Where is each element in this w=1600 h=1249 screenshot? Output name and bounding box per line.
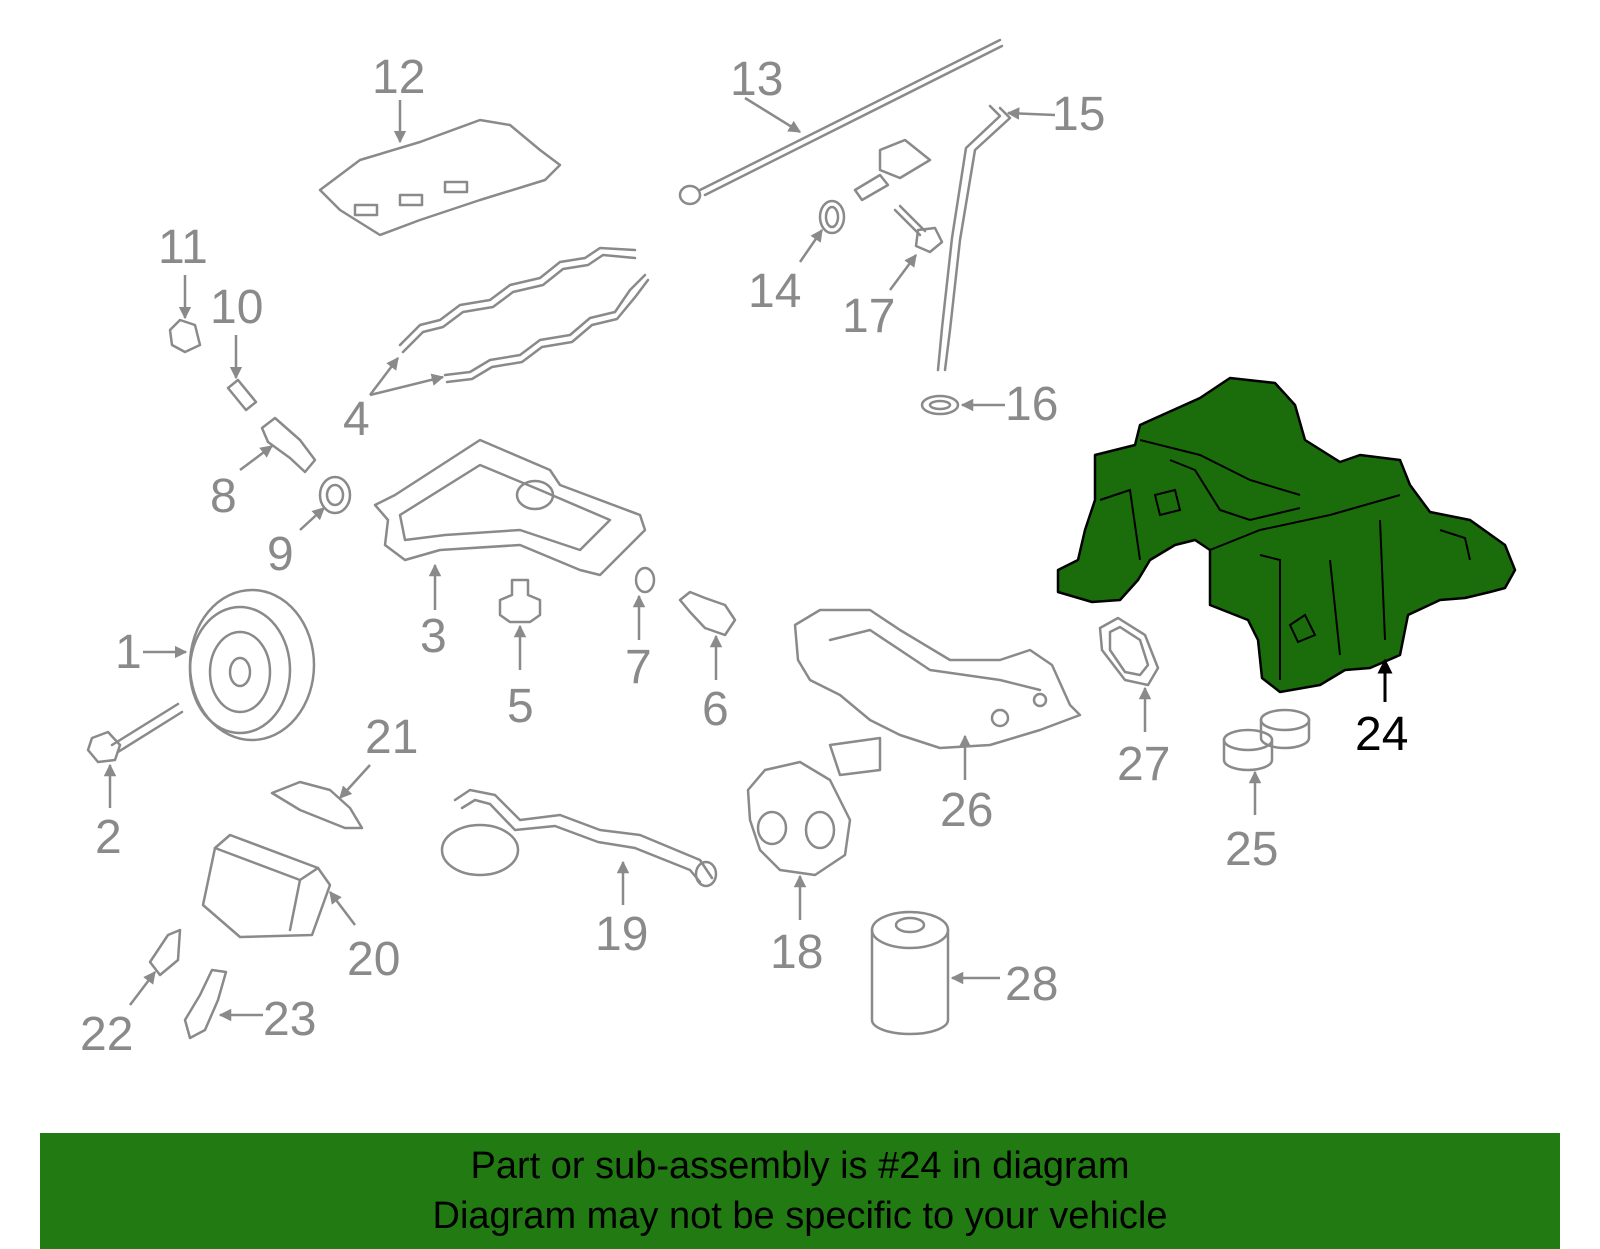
part-6-switch	[678, 590, 737, 637]
part-20-oil-cooler	[201, 833, 332, 939]
part-11-clip	[168, 318, 202, 354]
part-17-bolt	[893, 204, 944, 254]
part-19-pickup-tube	[440, 788, 718, 888]
info-banner: Part or sub-assembly is #24 in diagram D…	[40, 1133, 1560, 1249]
part-28-oil-filter	[870, 910, 950, 1036]
part-21-gasket	[270, 780, 364, 830]
label-5: 5	[507, 680, 534, 733]
label-1: 1	[115, 626, 142, 679]
label-3: 3	[420, 610, 447, 663]
label-12: 12	[372, 51, 425, 104]
part-25-seals	[1222, 708, 1311, 772]
label-24: 24	[1355, 708, 1408, 761]
label-20: 20	[347, 933, 400, 986]
part-8-sensor	[260, 416, 317, 474]
leader-lines	[103, 96, 1393, 1022]
label-18: 18	[770, 926, 823, 979]
part-23-sensor	[183, 968, 228, 1040]
part-labels: 12 13 15 11 10 14 17 16 4 8 9 3 5 7 6 1 …	[80, 51, 1408, 1061]
part-16-washer	[920, 394, 960, 416]
part-9-grommet	[318, 475, 352, 515]
part-7-o-ring	[634, 566, 656, 594]
part-22-sensor	[148, 928, 182, 977]
part-13-dipstick	[678, 38, 1004, 206]
label-8: 8	[210, 470, 237, 523]
part-24-oil-pan-highlighted	[1056, 376, 1517, 694]
part-1-pulley	[188, 588, 316, 742]
label-19: 19	[595, 908, 648, 961]
part-27-gasket	[1098, 616, 1160, 687]
label-11: 11	[158, 221, 208, 274]
label-28: 28	[1005, 958, 1058, 1011]
label-15: 15	[1052, 88, 1105, 141]
label-27: 27	[1117, 738, 1170, 791]
label-21: 21	[365, 711, 418, 764]
part-26-baffle	[793, 608, 1082, 777]
label-22: 22	[80, 1008, 133, 1061]
part-2-bolt	[86, 702, 184, 764]
label-9: 9	[267, 528, 294, 581]
part-12-cover-plate	[318, 118, 562, 237]
label-10: 10	[210, 281, 263, 334]
banner-line-2: Diagram may not be specific to your vehi…	[432, 1195, 1168, 1237]
label-17: 17	[842, 290, 895, 343]
label-2: 2	[95, 811, 122, 864]
part-5-drain-plug	[498, 578, 542, 624]
part-3-oil-pan	[373, 438, 647, 577]
label-7: 7	[625, 641, 652, 694]
label-4: 4	[343, 393, 370, 446]
label-26: 26	[940, 784, 993, 837]
part-14-o-ring	[818, 199, 846, 235]
label-16: 16	[1005, 378, 1058, 431]
label-25: 25	[1225, 823, 1278, 876]
label-14: 14	[748, 265, 801, 318]
part-4-gaskets	[398, 246, 650, 384]
banner-line-1: Part or sub-assembly is #24 in diagram	[470, 1145, 1130, 1187]
label-6: 6	[702, 683, 729, 736]
part-18-oil-pump	[746, 760, 852, 877]
label-23: 23	[263, 993, 316, 1046]
label-13: 13	[730, 53, 783, 106]
part-10-plug	[226, 378, 258, 412]
